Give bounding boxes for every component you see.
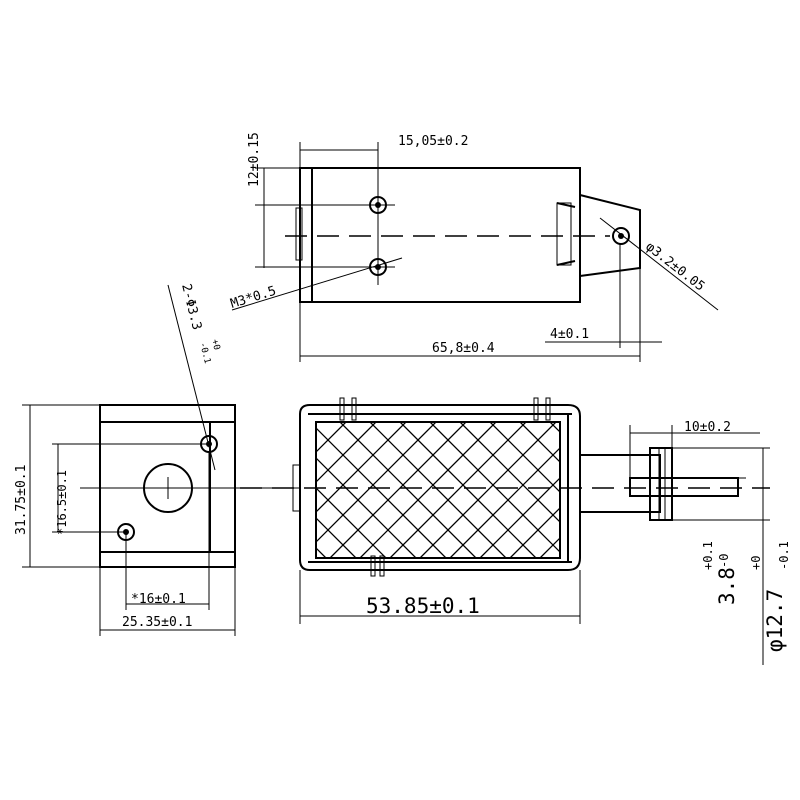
label-side-holes-upper: +0: [209, 338, 221, 351]
label-hole-v: *16.5±0.1: [55, 470, 69, 535]
top-view-tab-slot: [556, 202, 572, 266]
front-rivet-2: [351, 397, 357, 421]
front-view-coil: [315, 421, 561, 559]
top-view-end-boss: [295, 207, 303, 261]
front-rivet-6: [379, 555, 385, 577]
leader-side-holes: [167, 284, 216, 471]
label-side-height: 31.75±0.1: [14, 465, 29, 535]
label-side-holes-lower: -0.1: [197, 341, 212, 364]
leader-pin-hole: [599, 217, 719, 311]
front-rivet-1: [339, 397, 345, 421]
label-pin-dia-lower: -0: [717, 554, 731, 568]
label-plunger-length: 10±0.2: [684, 420, 731, 435]
label-plunger-dia-lower: -0.1: [777, 541, 791, 570]
label-tab: 4±0.1: [550, 327, 589, 342]
label-thread: M3*0.5: [229, 284, 278, 312]
label-top-height: 12±0.15: [247, 132, 262, 187]
top-view-slot-lip-bottom: [556, 260, 576, 266]
top-view-tab: [579, 194, 641, 277]
coil-hatching: [316, 422, 560, 558]
front-rivet-5: [370, 555, 376, 577]
front-view-plunger: [579, 454, 661, 513]
label-side-width: 25.35±0.1: [122, 615, 192, 630]
label-hole-h: *16±0.1: [131, 592, 186, 607]
label-body-length: 53.85±0.1: [366, 594, 480, 618]
label-plunger-dia-upper: +0: [749, 556, 763, 570]
label-pin-dia: 3.8: [715, 567, 739, 605]
label-pin-dia-upper: +0.1: [701, 541, 715, 570]
label-side-holes: 2-Φ3.3: [178, 282, 204, 331]
front-rivet-3: [533, 397, 539, 421]
side-view-body: [99, 404, 236, 568]
side-view: 2-Φ3.3 +0 -0.1 31.75±0.1 *16.5±0.1 *16±0…: [14, 282, 300, 636]
front-view-frame: [299, 404, 581, 571]
label-plunger-dia: φ12.7: [763, 589, 787, 652]
front-view: 53.85±0.1 10±0.2 3.8 +0.1 -0 φ12.7 +0 -0…: [240, 397, 791, 665]
front-rivet-4: [545, 397, 551, 421]
top-view-pin-hole-center: [618, 233, 624, 239]
leader-thread: [231, 257, 403, 311]
top-view: 12±0.15 15,05±0.2 M3*0.5 φ3.2±0.05 65,8±…: [229, 132, 719, 362]
label-hole-spacing: 15,05±0.2: [398, 134, 468, 149]
label-total-length: 65,8±0.4: [432, 341, 495, 356]
side-view-plunger-circle: [143, 463, 193, 513]
label-pin-hole: φ3.2±0.05: [643, 239, 708, 294]
front-view-pin: [629, 477, 739, 497]
top-view-slot-lip-top: [556, 202, 576, 208]
top-view-body: [299, 167, 581, 303]
top-view-pin-hole: [612, 227, 630, 245]
front-view-plunger-collar: [649, 447, 673, 521]
